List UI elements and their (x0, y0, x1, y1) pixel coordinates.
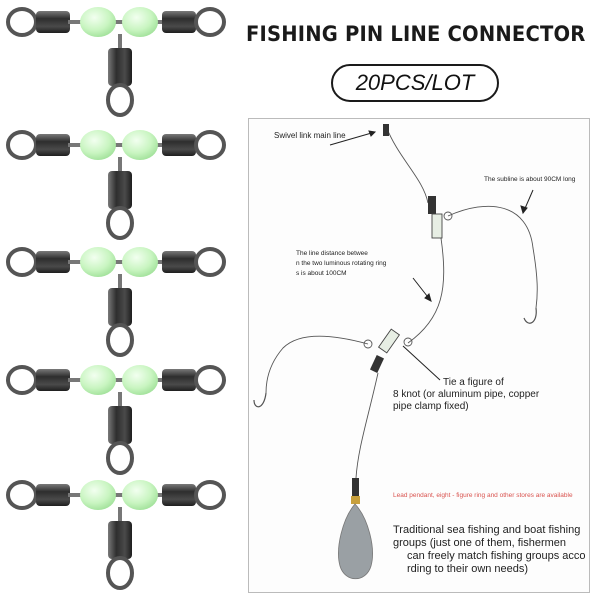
swivel-product-4 (6, 363, 226, 475)
lead-sinker-icon (338, 496, 373, 580)
swivel-main-line-label: Swivel link main line (274, 131, 346, 140)
traditional-line-3: can freely match fishing groups acco (407, 550, 586, 562)
top-swivel-icon (383, 124, 389, 136)
lead-swivel-icon (352, 478, 359, 496)
subline-pointer-head (520, 205, 528, 215)
quantity-badge: 20PCS/LOT (331, 64, 499, 102)
rig-diagram-panel (248, 118, 590, 593)
traditional-line-1: Traditional sea fishing and boat fishing (393, 524, 581, 536)
subline-lower (265, 335, 369, 394)
knot-line-3: pipe clamp fixed) (393, 401, 469, 412)
knot-pointer-arrow (402, 345, 441, 381)
subline-upper (447, 205, 538, 309)
ring-distance-line-2: n the two luminous rotating ring (296, 260, 387, 267)
lead-line (355, 372, 379, 479)
swivel-pointer-head (368, 130, 377, 137)
subline-length-label: The subline is about 90CM long (484, 176, 576, 183)
left-hook-icon (253, 392, 267, 408)
traditional-line-4: rding to their own needs) (407, 563, 529, 575)
lower-ring-left-eye-icon (363, 339, 373, 349)
upper-swivel-barrel-icon (428, 196, 436, 214)
lower-ring-eye-icon (403, 337, 413, 347)
lead-availability-label: Lead pendant, eight - figure ring and ot… (393, 492, 573, 499)
knot-line-2: 8 knot (or aluminum pipe, copper (393, 389, 540, 400)
swivel-product-5 (6, 478, 226, 590)
swivel-product-1 (6, 5, 226, 117)
ring-distance-line-3: s is about 100CM (296, 270, 347, 277)
knot-line-1: Tie a figure of (443, 377, 504, 388)
ring-distance-label: The line distance betwee n the two lumin… (296, 249, 386, 279)
upper-ring-eye-icon (443, 211, 453, 221)
knot-label: Tie a figure of 8 knot (or aluminum pipe… (393, 377, 539, 413)
ring-distance-line-1: The line distance betwee (296, 250, 368, 257)
traditional-line-2: groups (just one of them, fishermen (393, 537, 567, 549)
swivel-product-3 (6, 245, 226, 357)
right-hook-icon (523, 307, 537, 324)
swivel-product-images (6, 5, 226, 590)
upper-luminous-ring-icon (431, 213, 443, 239)
traditional-fishing-note: Traditional sea fishing and boat fishing… (393, 524, 586, 576)
lower-swivel-barrel-icon (369, 355, 385, 373)
main-line-top (385, 125, 429, 204)
page-title: FISHING PIN LINE CONNECTOR (246, 22, 586, 46)
swivel-pointer-arrow (329, 131, 376, 146)
lower-luminous-ring-icon (377, 328, 401, 354)
swivel-product-2 (6, 128, 226, 240)
product-column (0, 0, 240, 600)
rig-diagram-lines (253, 124, 538, 580)
distance-pointer-head (424, 293, 432, 302)
main-line-middle (407, 237, 445, 344)
